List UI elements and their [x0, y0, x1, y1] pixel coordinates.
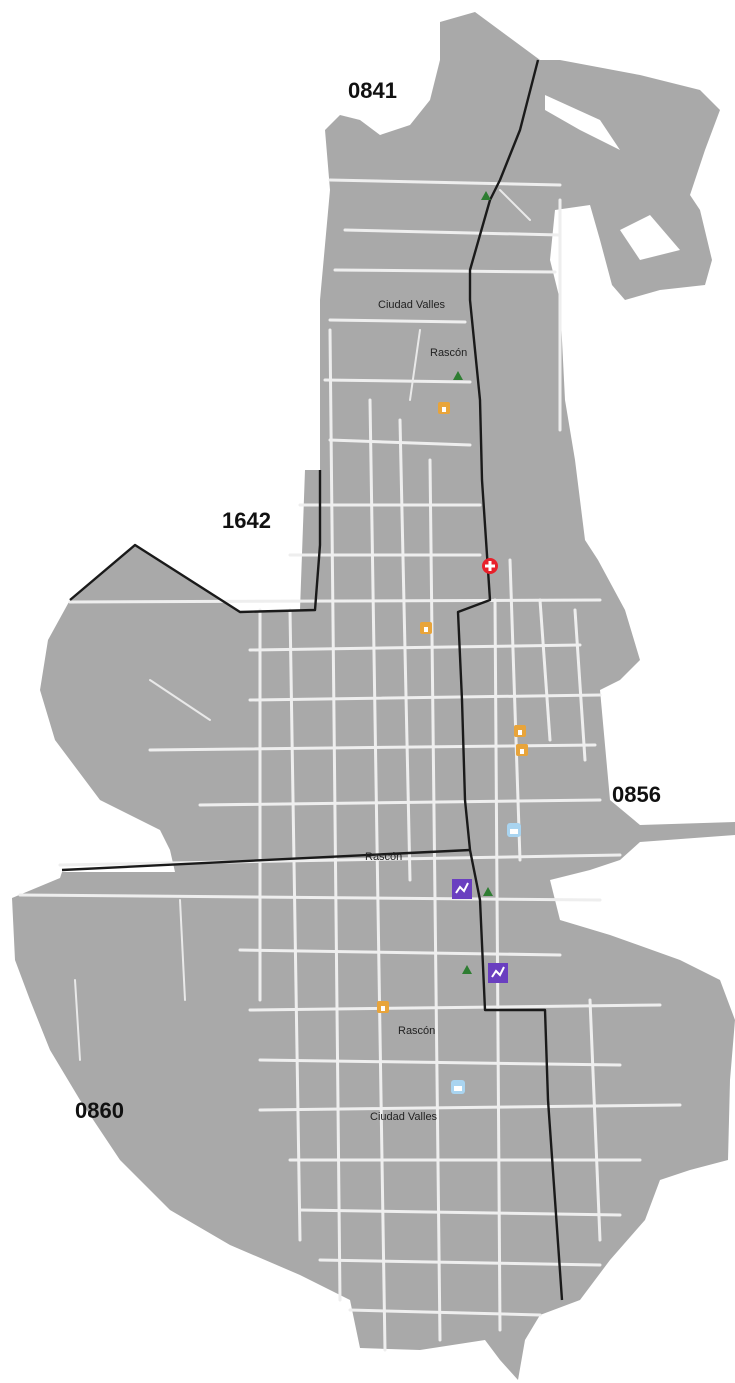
place-label-ciudad-valles-south: Ciudad Valles — [370, 1111, 438, 1123]
park-icon[interactable] — [483, 887, 493, 896]
river-inlet — [620, 215, 680, 260]
district-label-1642: 1642 — [222, 508, 271, 533]
place-label-rascon-north: Rascón — [430, 347, 467, 359]
place-label-rascon-south: Rascón — [398, 1025, 435, 1037]
place-label-rascon-center: Rascón — [365, 851, 402, 863]
district-label-0856: 0856 — [612, 782, 661, 807]
hospital-icon[interactable] — [482, 558, 498, 574]
park-icon[interactable] — [481, 191, 491, 200]
river-inlet — [545, 95, 620, 150]
park-icon[interactable] — [462, 965, 472, 974]
school-icon[interactable] — [420, 622, 432, 634]
purple-poi-icon[interactable] — [488, 963, 508, 983]
park-icon[interactable] — [453, 371, 463, 380]
district-label-0841: 0841 — [348, 78, 397, 103]
bank-icon[interactable] — [451, 1080, 465, 1094]
school-icon[interactable] — [514, 725, 526, 737]
purple-poi-icon[interactable] — [452, 879, 472, 899]
school-icon[interactable] — [438, 402, 450, 414]
district-label-0860: 0860 — [75, 1098, 124, 1123]
school-icon[interactable] — [516, 744, 528, 756]
place-label-ciudad-valles-north: Ciudad Valles — [378, 299, 446, 311]
school-icon[interactable] — [377, 1001, 389, 1013]
bank-icon[interactable] — [507, 823, 521, 837]
street-network — [18, 178, 682, 1352]
